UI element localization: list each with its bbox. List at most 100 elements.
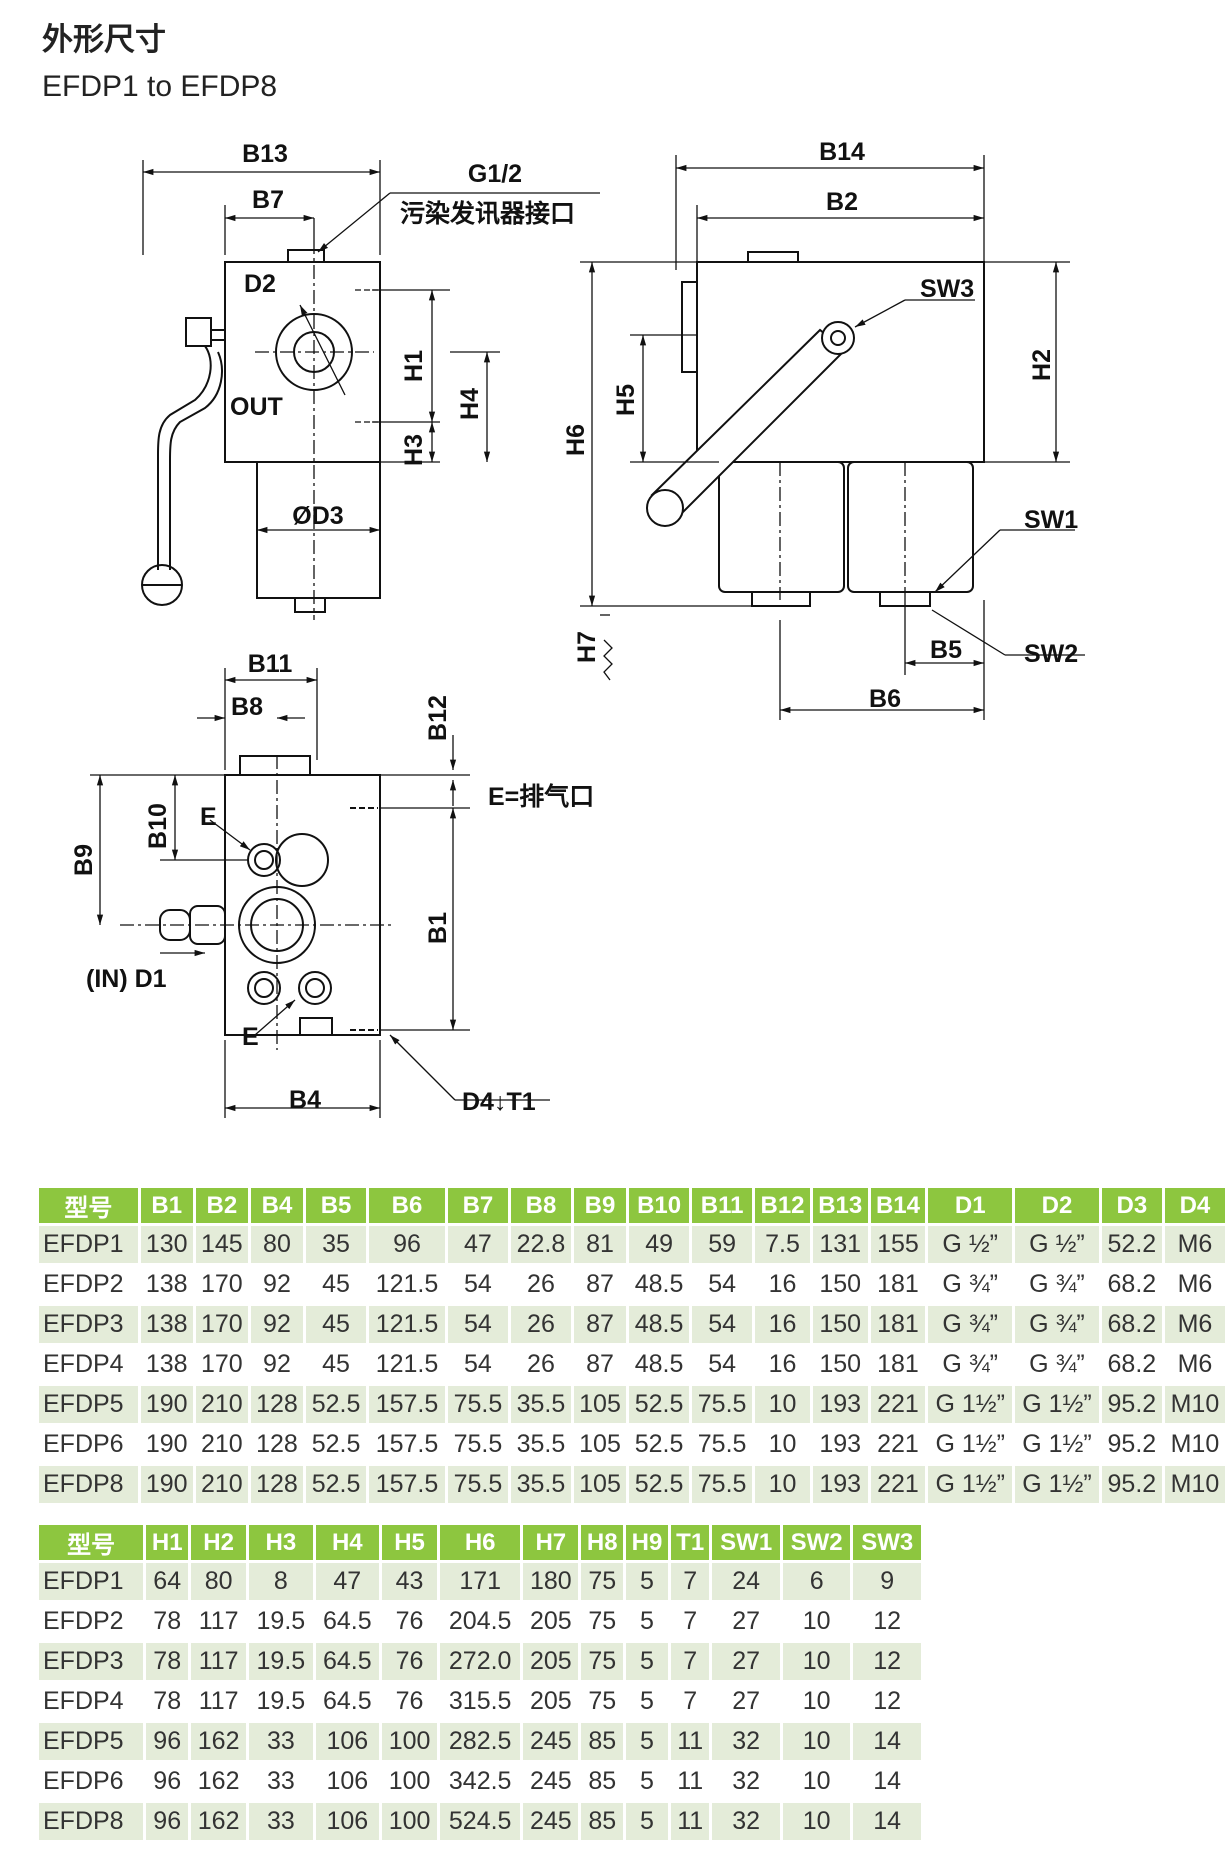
value-cell: G 1½” xyxy=(928,1426,1013,1463)
value-cell: 10 xyxy=(782,1763,851,1800)
value-cell: 32 xyxy=(712,1763,780,1800)
value-cell: 85 xyxy=(581,1723,624,1760)
model-cell: EFDP1 xyxy=(39,1563,144,1600)
label-b6: B6 xyxy=(869,685,901,713)
value-cell: G ½” xyxy=(928,1226,1013,1263)
value-cell: 35.5 xyxy=(510,1386,571,1423)
value-cell: 75.5 xyxy=(447,1386,508,1423)
value-cell: 78 xyxy=(146,1643,189,1680)
value-cell: 14 xyxy=(853,1803,921,1840)
value-cell: 78 xyxy=(146,1683,189,1720)
value-cell: G 1½” xyxy=(1015,1466,1099,1503)
page-subtitle: EFDP1 to EFDP8 xyxy=(42,70,278,103)
column-header: D1 xyxy=(928,1188,1013,1223)
value-cell: G ¾” xyxy=(928,1266,1013,1303)
value-cell: 181 xyxy=(870,1266,926,1303)
value-cell: 7 xyxy=(670,1683,710,1720)
label-b10: B10 xyxy=(144,803,172,849)
value-cell: 145 xyxy=(195,1226,248,1263)
value-cell: 7.5 xyxy=(755,1226,810,1263)
value-cell: 9 xyxy=(853,1563,921,1600)
value-cell: 35.5 xyxy=(510,1466,571,1503)
value-cell: 130 xyxy=(140,1226,193,1263)
value-cell: 162 xyxy=(191,1803,247,1840)
column-header: SW3 xyxy=(853,1525,921,1560)
column-header: B5 xyxy=(306,1188,367,1223)
value-cell: 193 xyxy=(812,1426,868,1463)
label-h2: H2 xyxy=(1028,349,1056,381)
value-cell: 245 xyxy=(523,1723,579,1760)
value-cell: 162 xyxy=(191,1723,247,1760)
value-cell: 54 xyxy=(692,1306,753,1343)
value-cell: M10 xyxy=(1164,1386,1225,1423)
value-cell: 54 xyxy=(447,1306,508,1343)
column-header: SW1 xyxy=(712,1525,780,1560)
value-cell: 48.5 xyxy=(629,1306,690,1343)
column-header: SW2 xyxy=(782,1525,851,1560)
value-cell: 5 xyxy=(626,1603,668,1640)
value-cell: 80 xyxy=(250,1226,304,1263)
model-cell: EFDP5 xyxy=(39,1386,138,1423)
column-header: T1 xyxy=(670,1525,710,1560)
value-cell: 96 xyxy=(146,1803,189,1840)
value-cell: 35.5 xyxy=(510,1426,571,1463)
value-cell: M6 xyxy=(1164,1226,1225,1263)
model-cell: EFDP2 xyxy=(39,1266,138,1303)
value-cell: 35 xyxy=(306,1226,367,1263)
value-cell: 68.2 xyxy=(1101,1266,1162,1303)
value-cell: 10 xyxy=(755,1386,810,1423)
value-cell: 16 xyxy=(755,1266,810,1303)
value-cell: G ¾” xyxy=(928,1306,1013,1343)
value-cell: 138 xyxy=(140,1266,193,1303)
label-sw3: SW3 xyxy=(920,275,974,303)
label-sensor-port: 污染发讯器接口 xyxy=(400,199,575,228)
model-cell: EFDP6 xyxy=(39,1763,144,1800)
value-cell: 121.5 xyxy=(369,1346,445,1383)
label-h4: H4 xyxy=(456,388,484,420)
value-cell: 106 xyxy=(315,1763,380,1800)
value-cell: 43 xyxy=(382,1563,438,1600)
column-header: B6 xyxy=(369,1188,445,1223)
value-cell: G 1½” xyxy=(928,1466,1013,1503)
value-cell: 128 xyxy=(250,1426,304,1463)
value-cell: 128 xyxy=(250,1466,304,1503)
value-cell: 10 xyxy=(782,1643,851,1680)
value-cell: 5 xyxy=(626,1683,668,1720)
value-cell: 87 xyxy=(573,1346,627,1383)
label-h6: H6 xyxy=(562,424,590,456)
value-cell: 96 xyxy=(146,1723,189,1760)
value-cell: 150 xyxy=(812,1306,868,1343)
label-d4t1: D4↓T1 xyxy=(462,1088,536,1116)
column-header: H2 xyxy=(191,1525,247,1560)
value-cell: 138 xyxy=(140,1306,193,1343)
value-cell: 11 xyxy=(670,1803,710,1840)
value-cell: 155 xyxy=(870,1226,926,1263)
value-cell: 19.5 xyxy=(249,1683,313,1720)
value-cell: 106 xyxy=(315,1803,380,1840)
value-cell: 27 xyxy=(712,1603,780,1640)
column-header: B4 xyxy=(250,1188,304,1223)
label-b4: B4 xyxy=(289,1086,321,1114)
value-cell: 27 xyxy=(712,1683,780,1720)
column-header: H9 xyxy=(626,1525,668,1560)
value-cell: 68.2 xyxy=(1101,1346,1162,1383)
value-cell: 6 xyxy=(782,1563,851,1600)
value-cell: 95.2 xyxy=(1101,1386,1162,1423)
model-cell: EFDP8 xyxy=(39,1466,138,1503)
value-cell: 190 xyxy=(140,1466,193,1503)
value-cell: 75 xyxy=(581,1683,624,1720)
column-header: H1 xyxy=(146,1525,189,1560)
value-cell: 138 xyxy=(140,1346,193,1383)
value-cell: 87 xyxy=(573,1306,627,1343)
column-header: H3 xyxy=(249,1525,313,1560)
value-cell: 33 xyxy=(249,1803,313,1840)
value-cell: 75 xyxy=(581,1563,624,1600)
value-cell: M10 xyxy=(1164,1466,1225,1503)
